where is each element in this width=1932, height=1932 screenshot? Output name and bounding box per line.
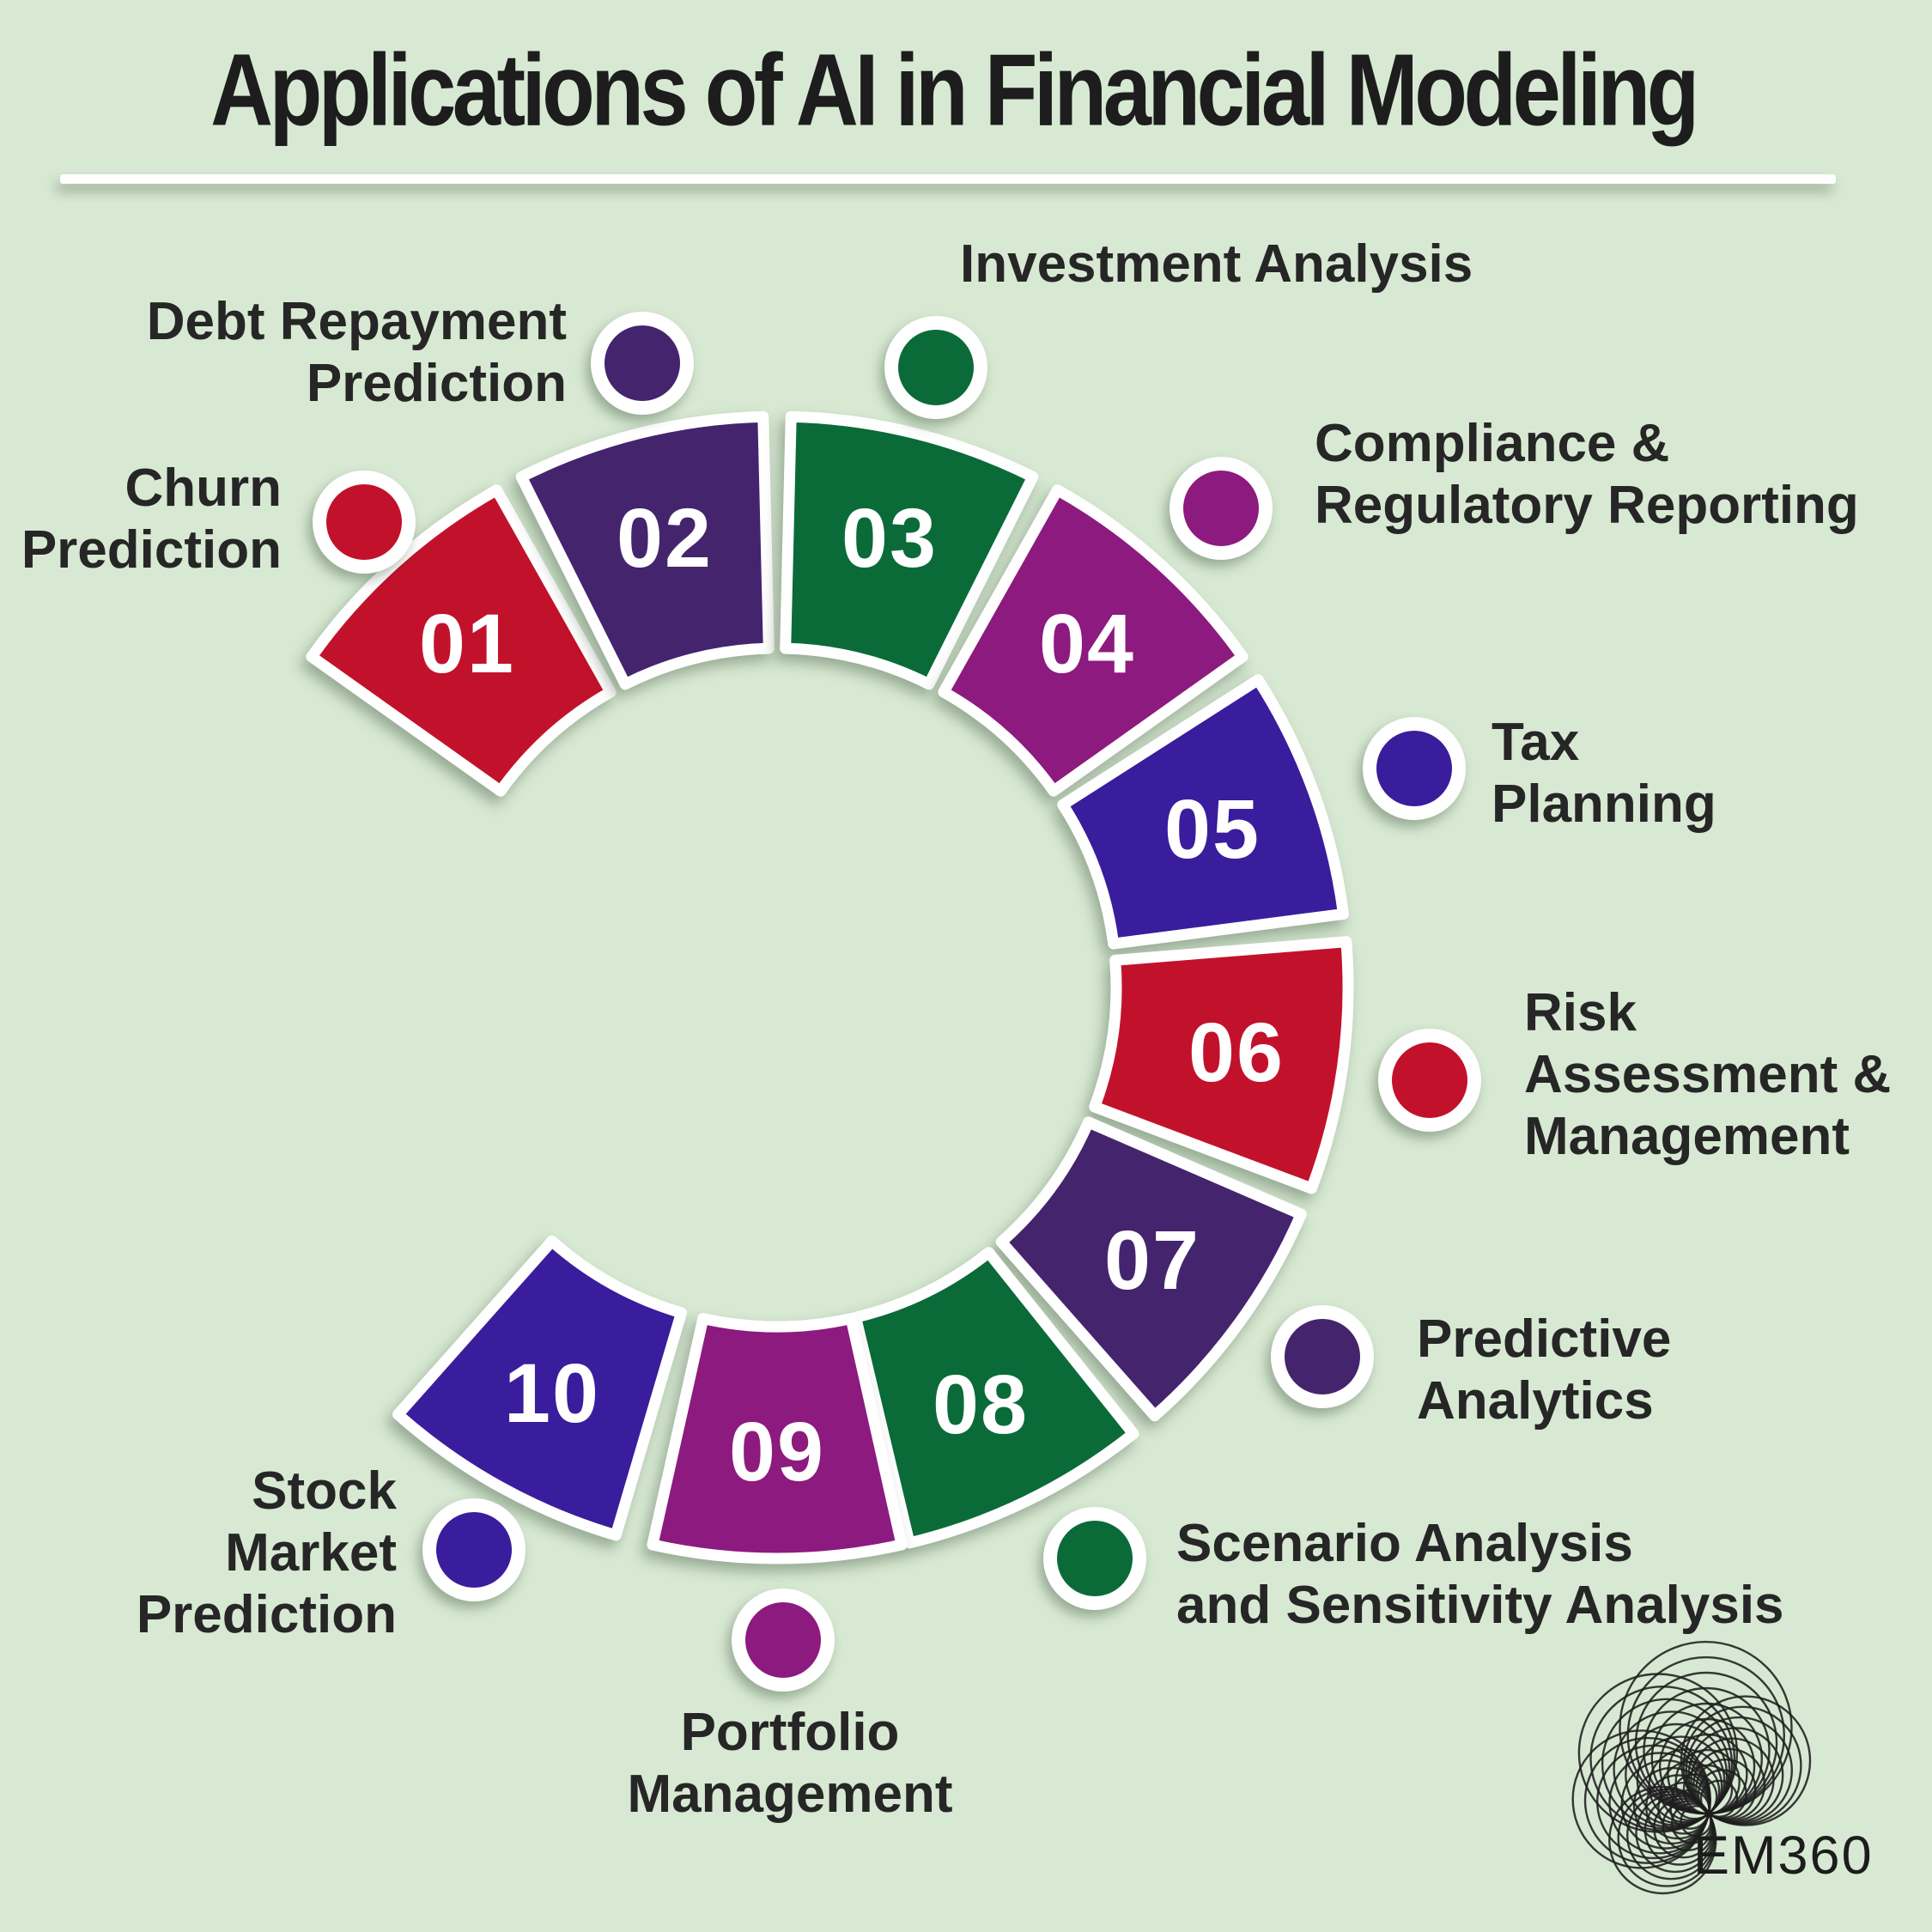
wedge-risk-assessment-management — [1089, 936, 1354, 1194]
label-line: Tax — [1492, 713, 1580, 772]
wedge-investment-analysis — [780, 410, 1039, 690]
label-line: Investment Analysis — [960, 234, 1473, 294]
label-line: Debt Repayment — [146, 292, 567, 351]
label-line: Predictive — [1417, 1309, 1672, 1369]
dot-scenario-sensitivity-analysis — [1043, 1507, 1146, 1610]
wedge-predictive-analytics — [995, 1116, 1307, 1422]
label-line: Planning — [1492, 775, 1716, 834]
label-line: Management — [627, 1765, 953, 1824]
em360-wordmark: EM360 — [1693, 1826, 1874, 1886]
wedge-portfolio-management — [647, 1313, 908, 1564]
label-line: Risk — [1524, 983, 1637, 1042]
label-investment-analysis: Investment Analysis — [960, 234, 1473, 295]
wedge-number-scenario-sensitivity-analysis: 08 — [933, 1358, 1029, 1451]
label-line: and Sensitivity Analysis — [1176, 1576, 1784, 1635]
spiral-arc — [1619, 1640, 1793, 1815]
spiral-fan-icon — [1571, 1640, 1812, 1895]
label-line: Compliance & — [1315, 414, 1670, 473]
wedge-debt-repayment-prediction — [515, 410, 775, 690]
label-line: Analytics — [1417, 1371, 1654, 1431]
wedge-compliance-regulatory-reporting — [938, 484, 1249, 797]
label-line: Management — [1524, 1107, 1850, 1166]
dot-compliance-regulatory-reporting — [1170, 457, 1273, 560]
label-line: Regulatory Reporting — [1315, 476, 1859, 535]
wedge-number-stock-market-prediction: 10 — [504, 1346, 600, 1440]
label-line: Stock — [252, 1461, 397, 1521]
dot-ring — [313, 312, 1481, 1692]
dot-investment-analysis — [884, 316, 987, 419]
spiral-arc — [1648, 1748, 1723, 1824]
wedge-tax-planning — [1057, 674, 1349, 950]
page-title: Applications of AI in Financial Modeling — [210, 33, 1699, 148]
spiral-arc — [1625, 1722, 1728, 1826]
wedge-number-investment-analysis: 03 — [841, 491, 938, 585]
label-line: Scenario Analysis — [1176, 1514, 1633, 1573]
label-line: Churn — [125, 459, 282, 518]
dot-predictive-analytics — [1271, 1305, 1374, 1408]
wedge-number-portfolio-management: 09 — [729, 1405, 825, 1498]
wedge-churn-prediction — [306, 484, 617, 797]
dot-portfolio-management — [732, 1589, 835, 1692]
wedge-number-debt-repayment-prediction: 02 — [617, 491, 713, 585]
label-line: Prediction — [306, 354, 567, 413]
label-line: Assessment & — [1524, 1045, 1892, 1104]
wedge-ring: 01 02 03 04 05 06 07 08 09 10 — [306, 410, 1354, 1564]
title-underline — [60, 174, 1836, 184]
dot-risk-assessment-management — [1378, 1029, 1481, 1132]
em360-logo: EM360 — [1571, 1640, 1874, 1895]
spiral-arc — [1608, 1785, 1717, 1895]
spiral-arc — [1680, 1695, 1812, 1826]
wedge-scenario-sensitivity-analysis — [850, 1247, 1139, 1549]
label-line: Prediction — [136, 1585, 397, 1644]
wedge-number-compliance-regulatory-reporting: 04 — [1039, 597, 1135, 690]
label-line: Market — [225, 1523, 397, 1583]
label-compliance-regulatory-reporting: Compliance &Regulatory Reporting — [1315, 413, 1859, 537]
wedge-stock-market-prediction — [392, 1235, 687, 1541]
dot-stock-market-prediction — [422, 1498, 526, 1601]
label-line: Portfolio — [680, 1703, 900, 1762]
dot-tax-planning — [1363, 717, 1466, 820]
wedge-number-tax-planning: 05 — [1164, 782, 1261, 876]
label-line: Prediction — [21, 520, 282, 580]
wedge-number-churn-prediction: 01 — [419, 597, 515, 690]
dot-debt-repayment-prediction — [591, 312, 694, 415]
wedge-number-risk-assessment-management: 06 — [1188, 1005, 1285, 1099]
dot-churn-prediction — [313, 471, 416, 574]
wedge-number-predictive-analytics: 07 — [1104, 1213, 1200, 1307]
